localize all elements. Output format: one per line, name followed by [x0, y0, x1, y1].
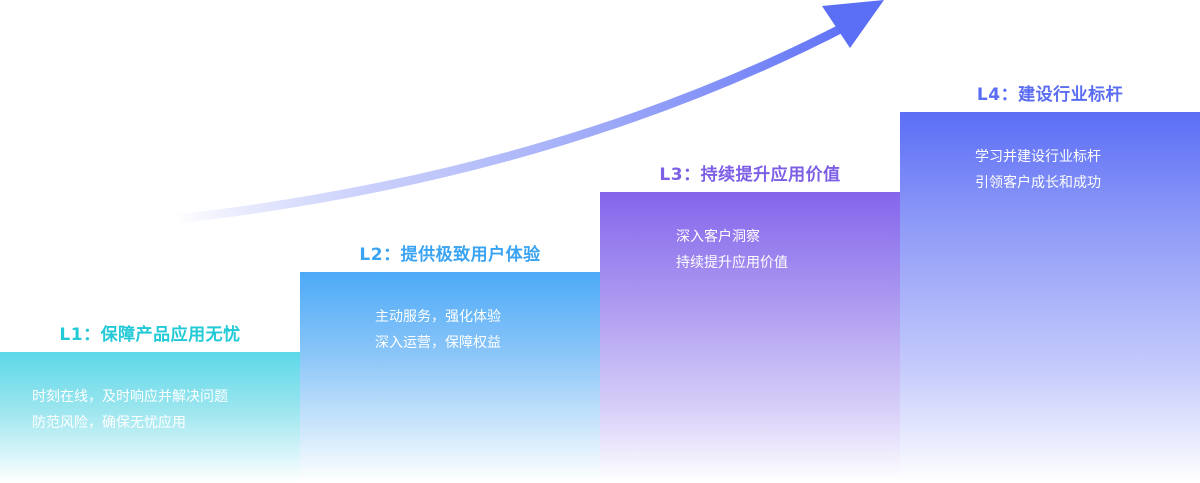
step-l3-box: 深入客户洞察 持续提升应用价值 [600, 192, 900, 483]
step-l1-title: L1：保障产品应用无忧 [59, 325, 241, 345]
step-l3-line-1: 深入客户洞察 [676, 229, 760, 245]
step-l4: L4：建设行业标杆 学习并建设行业标杆 引领客户成长和成功 [900, 76, 1200, 483]
step-l3-description: 深入客户洞察 持续提升应用价值 [676, 224, 788, 276]
step-l3: L3：持续提升应用价值 深入客户洞察 持续提升应用价值 [600, 154, 900, 483]
step-l4-line-1: 学习并建设行业标杆 [975, 149, 1101, 165]
step-l1-box: 时刻在线，及时响应并解决问题 防范风险，确保无忧应用 [0, 352, 300, 483]
step-l2: L2：提供极致用户体验 主动服务，强化体验 深入运营，保障权益 [300, 234, 600, 483]
step-l2-title: L2：提供极致用户体验 [359, 245, 541, 265]
step-l3-title: L3：持续提升应用价值 [659, 165, 841, 185]
step-l2-box: 主动服务，强化体验 深入运营，保障权益 [300, 272, 600, 483]
step-l4-box: 学习并建设行业标杆 引领客户成长和成功 [900, 112, 1200, 483]
step-l1-line-1: 时刻在线，及时响应并解决问题 [32, 389, 228, 405]
arrow-head [822, 0, 884, 48]
step-l4-line-2: 引领客户成长和成功 [975, 175, 1101, 191]
step-l2-description: 主动服务，强化体验 深入运营，保障权益 [375, 304, 501, 356]
step-l3-line-2: 持续提升应用价值 [676, 255, 788, 271]
step-l1-line-2: 防范风险，确保无忧应用 [32, 415, 186, 431]
step-l4-description: 学习并建设行业标杆 引领客户成长和成功 [975, 144, 1101, 196]
step-l1-description: 时刻在线，及时响应并解决问题 防范风险，确保无忧应用 [32, 384, 228, 436]
step-l2-line-1: 主动服务，强化体验 [375, 309, 501, 325]
step-l2-line-2: 深入运营，保障权益 [375, 335, 501, 351]
step-l4-title: L4：建设行业标杆 [976, 85, 1124, 105]
step-l1: L1：保障产品应用无忧 时刻在线，及时响应并解决问题 防范风险，确保无忧应用 [0, 314, 300, 483]
arrow-shaft [173, 19, 855, 224]
